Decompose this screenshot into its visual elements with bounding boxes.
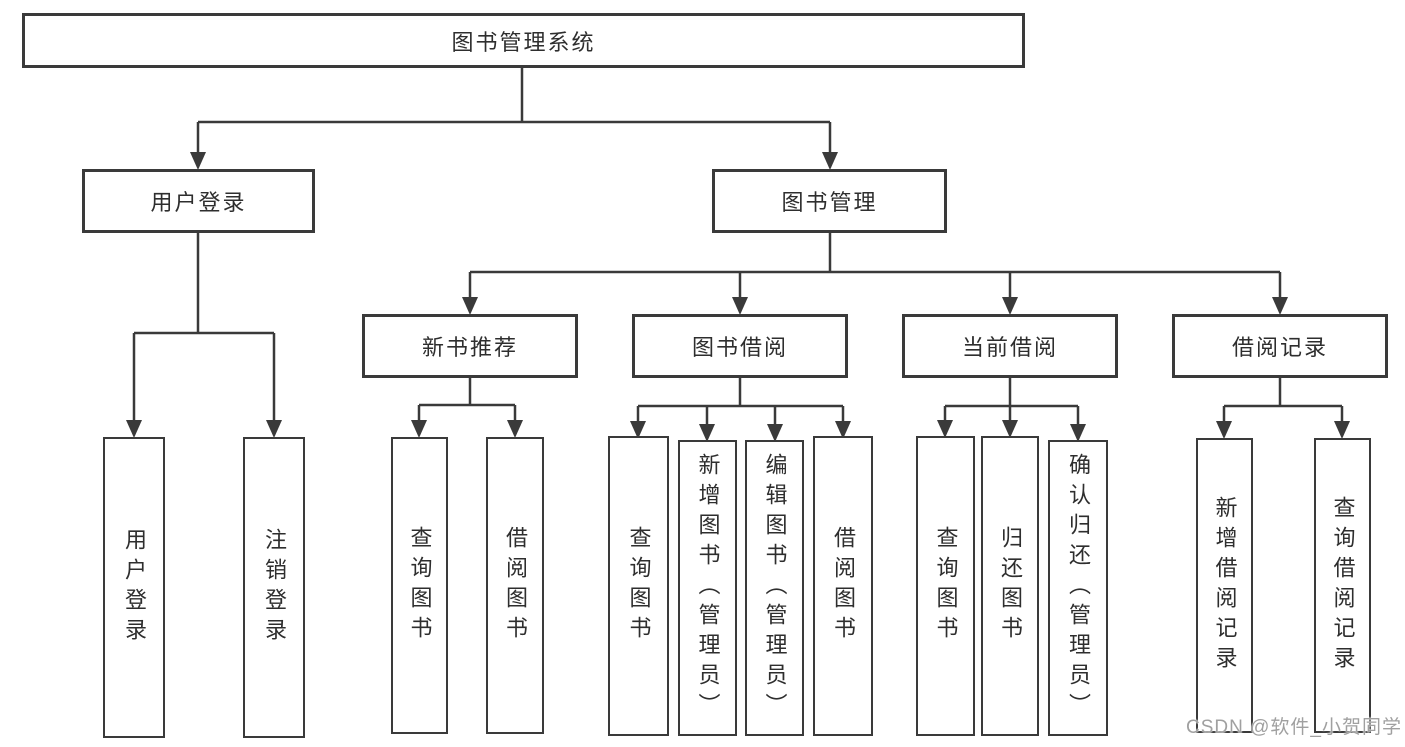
- node-edit-books-admin: 编辑图书（管理员）: [745, 440, 804, 736]
- node-borrow-books-borrowing: 借阅图书: [813, 436, 873, 736]
- node-query-books-recommend: 查询图书: [391, 437, 448, 734]
- node-current-borrowing: 当前借阅: [902, 314, 1118, 378]
- csdn-watermark: CSDN @软件_小贺同学: [1186, 717, 1402, 738]
- node-return-books: 归还图书: [981, 436, 1039, 736]
- node-query-borrow-record: 查询借阅记录: [1314, 438, 1371, 733]
- node-query-books-current: 查询图书: [916, 436, 975, 736]
- node-library-management-system: 图书管理系统: [22, 13, 1025, 68]
- node-borrowing-records: 借阅记录: [1172, 314, 1388, 378]
- node-add-books-admin: 新增图书（管理员）: [678, 440, 737, 736]
- node-user-login-action: 用户登录: [103, 437, 165, 738]
- node-user-login-module: 用户登录: [82, 169, 315, 233]
- node-confirm-return-admin: 确认归还（管理员）: [1048, 440, 1108, 736]
- node-borrow-books-recommend: 借阅图书: [486, 437, 544, 734]
- node-new-book-recommendation: 新书推荐: [362, 314, 578, 378]
- node-add-borrow-record: 新增借阅记录: [1196, 438, 1253, 733]
- node-book-borrowing: 图书借阅: [632, 314, 848, 378]
- node-query-books-borrowing: 查询图书: [608, 436, 669, 736]
- node-logout-action: 注销登录: [243, 437, 305, 738]
- node-book-management-module: 图书管理: [712, 169, 947, 233]
